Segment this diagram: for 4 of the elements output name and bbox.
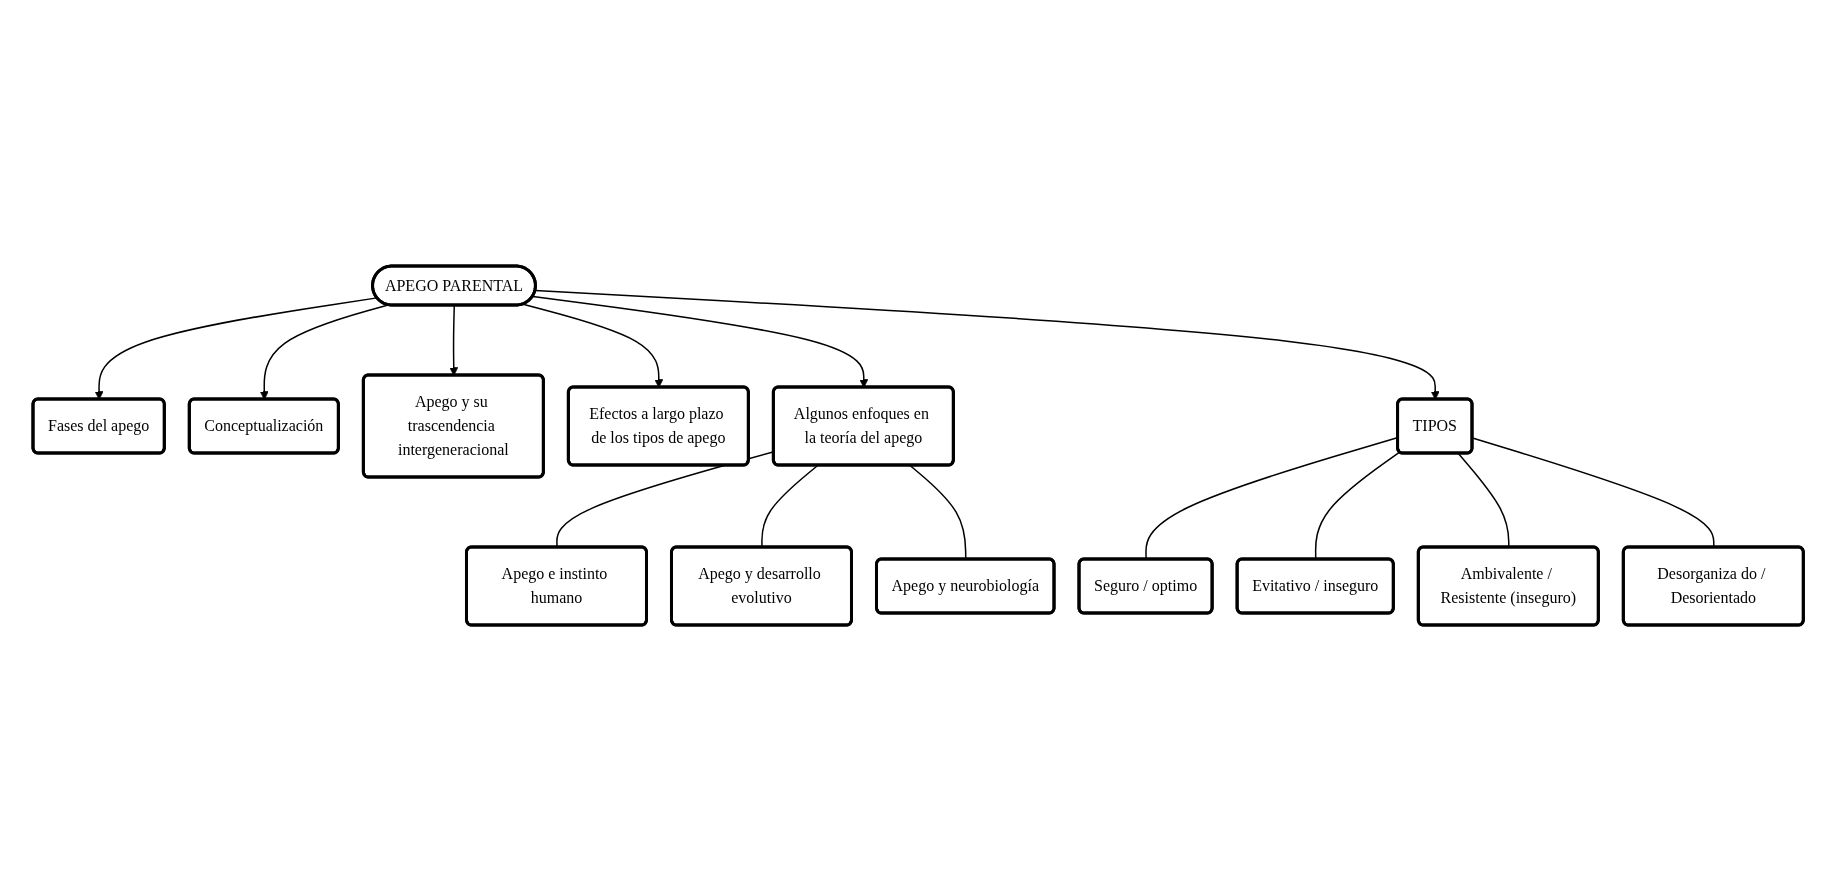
arrow [259,304,389,400]
arrow [534,289,1440,400]
arrow [94,297,378,400]
arrow [522,303,663,388]
